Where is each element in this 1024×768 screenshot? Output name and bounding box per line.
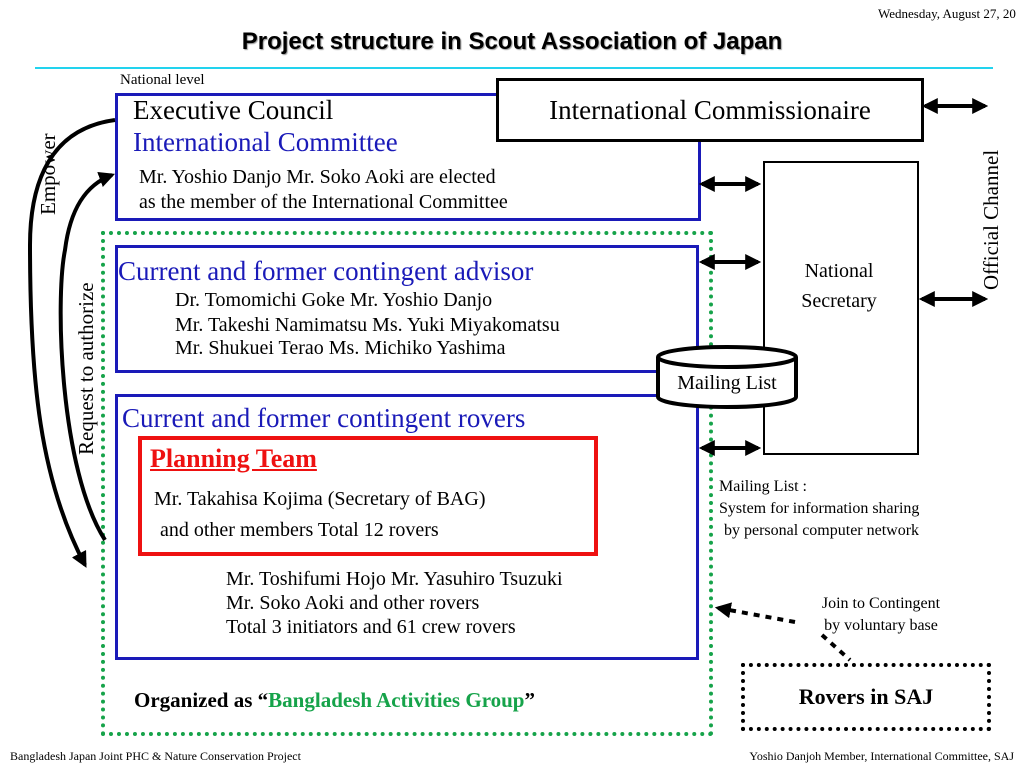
mailing-note-line-3: by personal computer network bbox=[724, 522, 920, 539]
rovers-heading: Current and former contingent rovers bbox=[122, 403, 526, 433]
executive-council-label: Executive Council bbox=[133, 95, 334, 125]
advisor-line-2: Mr. Takeshi Namimatsu Ms. Yuki Miyakomat… bbox=[175, 314, 560, 336]
page-title: Project structure in Scout Association o… bbox=[241, 28, 783, 55]
national-secretary-line-1: National bbox=[804, 260, 874, 282]
international-commissionaire-box: International Commissionaire bbox=[496, 78, 924, 142]
organized-prefix: Organized as “ bbox=[134, 688, 269, 712]
mailing-note-line-1: Mailing List : bbox=[719, 478, 807, 495]
executive-detail-2: as the member of the International Commi… bbox=[139, 191, 508, 213]
international-committee-label: International Committee bbox=[133, 127, 398, 157]
planning-line-1: Mr. Takahisa Kojima (Secretary of BAG) bbox=[154, 488, 486, 510]
national-secretary-box bbox=[763, 161, 919, 455]
join-arrow-tail bbox=[820, 633, 852, 662]
empower-arrow bbox=[27, 118, 116, 568]
rovers-line-2: Mr. Soko Aoki and other rovers bbox=[226, 592, 480, 614]
title-rule bbox=[35, 67, 993, 69]
mailing-list-note: Mailing List : System for information sh… bbox=[719, 476, 919, 542]
executive-council-box bbox=[115, 93, 701, 221]
mailing-note-line-2: System for information sharing bbox=[719, 500, 920, 517]
join-note-line-1: Join to Contingent bbox=[821, 595, 941, 612]
national-secretary-line-2: Secretary bbox=[801, 290, 877, 312]
advisor-line-1: Dr. Tomomichi Goke Mr. Yoshio Danjo bbox=[175, 289, 493, 311]
contingent-rovers-box bbox=[115, 394, 699, 660]
request-arrow bbox=[58, 171, 116, 542]
footer-left: Bangladesh Japan Joint PHC & Nature Cons… bbox=[10, 749, 301, 763]
planning-team-box bbox=[138, 436, 598, 556]
mailing-list-cylinder bbox=[656, 345, 798, 409]
footer-right: Yoshio Danjoh Member, International Comm… bbox=[749, 749, 1014, 763]
planning-team-title: Planning Team bbox=[150, 444, 317, 473]
date-label: Wednesday, August 27, 20 bbox=[878, 6, 1016, 21]
organized-as-label: Organized as “Bangladesh Activities Grou… bbox=[134, 688, 535, 713]
national-level-label: National level bbox=[120, 72, 205, 88]
executive-detail-1: Mr. Yoshio Danjo Mr. Soko Aoki are elect… bbox=[139, 166, 496, 188]
join-note-line-2: by voluntary base bbox=[824, 617, 938, 634]
contingent-advisor-box bbox=[115, 245, 699, 373]
advisor-line-3: Mr. Shukuei Terao Ms. Michiko Yashima bbox=[175, 337, 506, 359]
rovers-line-3: Total 3 initiators and 61 crew rovers bbox=[226, 616, 516, 638]
bag-group-border bbox=[101, 231, 713, 736]
join-arrow bbox=[714, 602, 796, 624]
advisor-heading: Current and former contingent advisor bbox=[118, 256, 534, 286]
national-secretary-label: National Secretary bbox=[763, 256, 915, 316]
mailing-list-label: Mailing List bbox=[677, 372, 777, 394]
rovers-line-1: Mr. Toshifumi Hojo Mr. Yasuhiro Tsuzuki bbox=[226, 568, 563, 590]
bag-name: Bangladesh Activities Group bbox=[268, 688, 525, 712]
rovers-in-saj-box: Rovers in SAJ bbox=[741, 663, 991, 731]
join-note: Join to Contingent by voluntary base bbox=[800, 593, 962, 637]
planning-line-2: and other members Total 12 rovers bbox=[160, 519, 439, 541]
organized-suffix: ” bbox=[524, 688, 536, 712]
